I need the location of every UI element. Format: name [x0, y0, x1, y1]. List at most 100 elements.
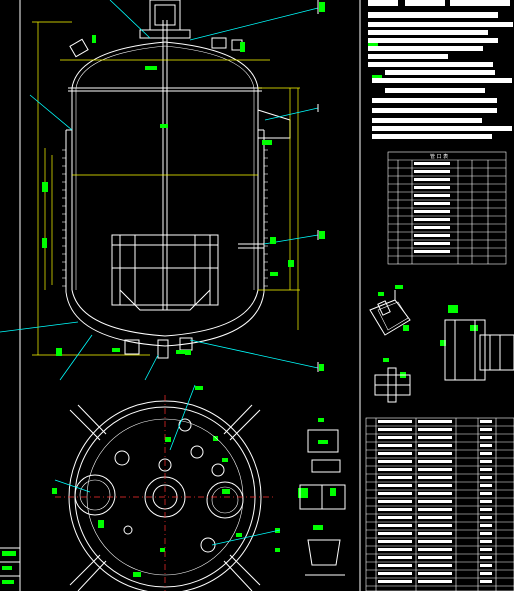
technical-notes — [368, 0, 513, 139]
dimension-tag — [330, 488, 336, 496]
bom-cell — [378, 540, 412, 543]
note-line — [368, 22, 513, 27]
bom-cell — [418, 516, 452, 519]
dimension-tag — [185, 350, 191, 355]
bom-cell — [418, 452, 452, 455]
bom-cell — [480, 484, 492, 487]
nozzle-table-cell — [414, 242, 450, 245]
bom-cell — [418, 548, 452, 551]
dimension-tag — [448, 305, 458, 313]
bom-cell — [378, 436, 412, 439]
dimension-tag — [213, 436, 218, 441]
dimension-tag — [145, 66, 157, 70]
dimension-tag — [56, 348, 62, 356]
dimension-tag — [42, 182, 48, 192]
bom-cell — [480, 580, 492, 583]
bom-cell — [418, 468, 452, 471]
dimension-tag — [470, 325, 478, 331]
dimension-lines — [32, 21, 300, 356]
nozzle-table-cell — [414, 202, 450, 205]
note-line — [368, 30, 488, 35]
bom-cell — [418, 500, 452, 503]
detail-views — [299, 290, 514, 576]
bom-cell — [480, 532, 492, 535]
bom-cell — [480, 540, 492, 543]
dimension-tag — [270, 237, 276, 244]
nozzle-table-cell — [414, 218, 450, 221]
dimension-tags — [42, 35, 478, 577]
dimension-tag — [318, 440, 328, 444]
bom-cell — [378, 548, 412, 551]
bom-cell — [480, 500, 492, 503]
dimension-tag — [383, 358, 389, 362]
sheet-border — [0, 0, 361, 591]
bom-cell — [378, 428, 412, 431]
dimension-tag — [275, 548, 280, 552]
bom-cell — [378, 516, 412, 519]
bom-cell — [418, 492, 452, 495]
dimension-tag — [92, 35, 96, 43]
bom-cell — [378, 500, 412, 503]
bill-of-materials — [365, 417, 514, 591]
bom-cell — [480, 452, 492, 455]
nozzle-table: 管 口 表 — [387, 151, 507, 265]
bom-cell — [418, 532, 452, 535]
vessel-elevation — [62, 0, 291, 359]
bom-cell — [480, 436, 492, 439]
vessel-plan-view — [54, 384, 281, 591]
note-line — [368, 54, 448, 59]
bom-cell — [418, 556, 452, 559]
bom-cell — [378, 460, 412, 463]
note-line — [368, 46, 483, 51]
dimension-tag — [240, 42, 245, 52]
note-line — [385, 70, 495, 75]
bom-cell — [378, 564, 412, 567]
bom-cell — [378, 468, 412, 471]
bom-cell — [378, 484, 412, 487]
bom-cell — [378, 476, 412, 479]
dimension-tag — [298, 488, 308, 498]
bom-cell — [480, 564, 492, 567]
nozzle-table-title: 管 口 表 — [430, 153, 448, 160]
bom-cell — [378, 508, 412, 511]
bom-cell — [418, 428, 452, 431]
bom-cell — [418, 564, 452, 567]
note-line — [372, 108, 497, 113]
dimension-tag — [195, 386, 203, 390]
bom-cell — [418, 436, 452, 439]
nozzle-table-cell — [414, 186, 450, 189]
note-line — [368, 12, 498, 18]
bom-cell — [480, 572, 492, 575]
nozzle-table-cell — [414, 210, 450, 213]
dimension-tag — [403, 325, 409, 331]
dimension-tag — [270, 272, 278, 276]
dimension-tag — [440, 340, 446, 346]
nozzle-table-cell — [414, 194, 450, 197]
bom-cell — [480, 548, 492, 551]
nozzle-table-cell — [414, 178, 450, 181]
dimension-tag — [160, 124, 168, 128]
dimension-tag — [112, 348, 120, 352]
bom-cell — [418, 540, 452, 543]
note-line — [405, 0, 445, 6]
bom-cell — [480, 524, 492, 527]
bom-cell — [418, 476, 452, 479]
bom-cell — [378, 452, 412, 455]
dimension-tag — [318, 418, 324, 422]
bom-cell — [418, 580, 452, 583]
bom-cell — [480, 468, 492, 471]
bom-cell — [378, 524, 412, 527]
note-line — [368, 62, 493, 67]
bom-cell — [378, 580, 412, 583]
bom-cell — [418, 444, 452, 447]
bom-cell — [418, 420, 452, 423]
dimension-tag — [42, 238, 47, 248]
dimension-tag — [222, 489, 230, 494]
bom-cell — [378, 572, 412, 575]
dimension-tag — [372, 75, 382, 79]
dimension-tag — [160, 548, 165, 552]
dimension-tag — [368, 42, 378, 46]
dimension-tag — [262, 140, 272, 145]
nozzle-table-cell — [414, 226, 450, 229]
